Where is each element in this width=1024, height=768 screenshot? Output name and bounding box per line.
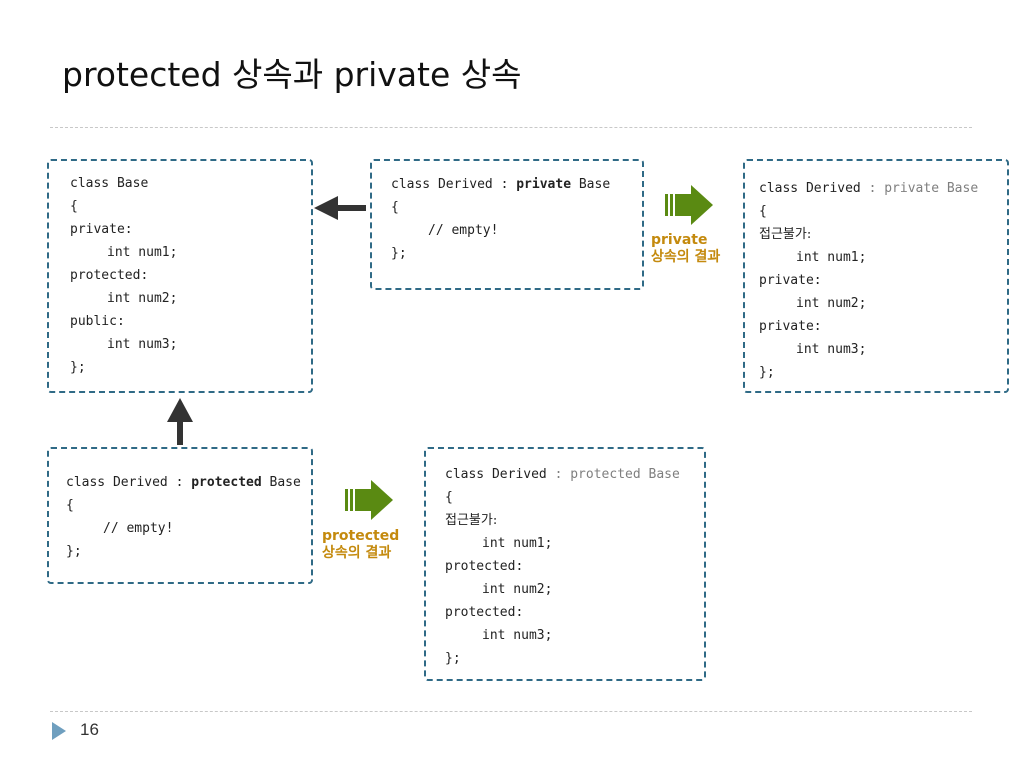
inherit-arrow-up-icon <box>167 398 193 445</box>
private-derived-code: class Derived : private Base { // empty!… <box>391 173 610 265</box>
private-derived-box: class Derived : private Base { // empty!… <box>370 159 644 290</box>
code-line: int num3; <box>482 628 553 643</box>
caption-line: private <box>651 232 708 248</box>
protected-result-code: class Derived : protected Base { 접근불가: i… <box>445 463 680 670</box>
caption-line: 상속의 결과 <box>322 545 392 561</box>
caption-line: 상속의 결과 <box>651 249 721 265</box>
inheritance-spec: : protected Base <box>554 467 680 482</box>
code-line: // empty! <box>428 223 499 238</box>
code-line: 접근불가: <box>759 227 812 242</box>
code-line: }; <box>445 651 461 666</box>
code-line: int num3; <box>107 337 178 352</box>
code-line: int num2; <box>107 291 178 306</box>
inheritance-spec: : private Base <box>868 181 979 196</box>
code-line: int num1; <box>482 536 553 551</box>
code-line: { <box>391 200 399 215</box>
code-line: int num3; <box>796 342 867 357</box>
result-arrow-right-icon <box>345 480 393 520</box>
base-class-box: class Base { private: int num1; protecte… <box>47 159 313 393</box>
inherit-arrow-left-icon <box>314 196 366 220</box>
base-class-code: class Base { private: int num1; protecte… <box>70 172 177 379</box>
page-number: 16 <box>80 720 99 739</box>
code-line: int num1; <box>796 250 867 265</box>
bottom-divider <box>50 711 972 712</box>
protected-keyword: protected <box>191 475 262 490</box>
code-line: { <box>66 498 74 513</box>
protected-derived-code: class Derived : protected Base { // empt… <box>66 471 301 563</box>
private-keyword: private <box>516 177 572 192</box>
code-line: int num2; <box>796 296 867 311</box>
protected-derived-box: class Derived : protected Base { // empt… <box>47 447 313 584</box>
code-text: class Derived <box>759 181 869 196</box>
code-line: protected: <box>445 605 524 620</box>
code-line: class Derived : protected Base <box>66 471 301 494</box>
code-line: }; <box>70 360 86 375</box>
code-line: private: <box>70 222 133 237</box>
code-line: public: <box>70 314 125 329</box>
private-result-code: class Derived : private Base { 접근불가: int… <box>759 177 978 384</box>
code-line: int num2; <box>482 582 553 597</box>
code-text: class Derived : <box>391 177 517 192</box>
code-line: int num1; <box>107 245 178 260</box>
code-line: }; <box>759 365 775 380</box>
code-line: { <box>445 490 453 505</box>
code-line: }; <box>391 246 407 261</box>
code-line: // empty! <box>103 521 174 536</box>
code-line: }; <box>66 544 82 559</box>
bullet-triangle-icon <box>52 722 66 740</box>
code-line: 접근불가: <box>445 513 498 528</box>
code-text: class Derived <box>445 467 555 482</box>
code-line: { <box>759 204 767 219</box>
code-text: Base <box>261 475 301 490</box>
code-line: class Derived : protected Base <box>445 463 680 486</box>
code-line: class Derived : private Base <box>391 173 610 196</box>
slide-title: protected 상속과 private 상속 <box>62 55 522 94</box>
code-line: private: <box>759 273 822 288</box>
private-result-caption: private 상속의 결과 <box>651 232 720 266</box>
code-line: protected: <box>445 559 524 574</box>
code-line: protected: <box>70 268 149 283</box>
caption-line: protected <box>322 528 400 544</box>
result-arrow-right-icon <box>665 185 713 225</box>
code-line: private: <box>759 319 822 334</box>
code-text: class Derived : <box>66 475 192 490</box>
code-line: class Derived : private Base <box>759 177 978 200</box>
code-text: Base <box>571 177 611 192</box>
top-divider <box>50 127 972 128</box>
protected-result-box: class Derived : protected Base { 접근불가: i… <box>424 447 706 681</box>
protected-result-caption: protected 상속의 결과 <box>322 528 399 562</box>
code-line: class Base <box>70 176 149 191</box>
code-line: { <box>70 199 78 214</box>
private-result-box: class Derived : private Base { 접근불가: int… <box>743 159 1009 393</box>
